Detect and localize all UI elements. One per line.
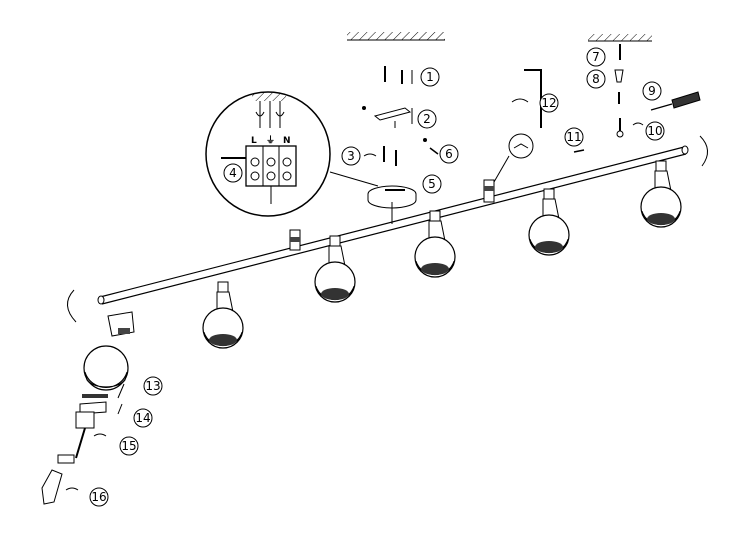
callout-2: 2 bbox=[417, 109, 437, 129]
callout-14: 14 bbox=[133, 408, 153, 428]
callout-label: 8 bbox=[592, 72, 600, 86]
spotlight-2 bbox=[314, 235, 356, 303]
callout-label: 16 bbox=[91, 490, 106, 504]
rotation-arc-right bbox=[699, 135, 708, 167]
canopy bbox=[367, 185, 417, 224]
callout-label: 3 bbox=[347, 149, 355, 163]
light-bar bbox=[97, 145, 689, 305]
spotlight-5 bbox=[640, 160, 682, 228]
callout-1: 1 bbox=[420, 67, 440, 87]
callout-label: 15 bbox=[121, 439, 136, 453]
callout-label: 14 bbox=[135, 411, 150, 425]
callout-label: 11 bbox=[566, 130, 581, 144]
callout-13: 13 bbox=[143, 376, 163, 396]
spotlight-1 bbox=[202, 281, 244, 349]
mounting-bracket bbox=[362, 106, 413, 128]
callout-label: 12 bbox=[541, 96, 556, 110]
callout-3: 3 bbox=[341, 146, 361, 166]
callout-label: 10 bbox=[647, 124, 662, 138]
hex-key bbox=[493, 69, 542, 183]
callout-16: 16 bbox=[89, 487, 109, 507]
anchor-set bbox=[614, 44, 701, 138]
rotation-arc-left bbox=[67, 289, 77, 323]
callout-4: 4 bbox=[223, 163, 243, 183]
small-part-11 bbox=[573, 149, 585, 153]
callout-label: 1 bbox=[426, 70, 434, 84]
spotlight-3 bbox=[414, 210, 456, 278]
callout-label: 6 bbox=[445, 147, 453, 161]
terminal-label-earth: ⏚ bbox=[266, 135, 275, 146]
screw-set-1 bbox=[384, 66, 413, 84]
screw-set-6 bbox=[423, 138, 439, 155]
callout-label: 4 bbox=[229, 166, 237, 180]
bar-joint bbox=[289, 179, 495, 251]
terminal-label-l: L bbox=[251, 136, 257, 146]
callout-label: 7 bbox=[592, 50, 600, 64]
callout-5: 5 bbox=[422, 174, 442, 194]
terminal-block-detail: L ⏚ N bbox=[205, 91, 379, 217]
callout-10: 10 bbox=[645, 121, 665, 141]
callout-6: 6 bbox=[439, 144, 459, 164]
callout-label: 13 bbox=[145, 379, 160, 393]
callout-7: 7 bbox=[586, 47, 606, 67]
callout-label: 2 bbox=[423, 112, 431, 126]
screw-set-3 bbox=[363, 146, 397, 166]
callout-15: 15 bbox=[119, 436, 139, 456]
callout-label: 5 bbox=[428, 177, 436, 191]
exploded-spotlight bbox=[41, 311, 135, 505]
spotlight-4 bbox=[528, 188, 570, 256]
callout-12: 12 bbox=[539, 93, 559, 113]
callout-11: 11 bbox=[564, 127, 584, 147]
callout-9: 9 bbox=[642, 81, 662, 101]
ceiling-hatch-left bbox=[347, 32, 445, 41]
callout-label: 9 bbox=[648, 84, 656, 98]
ceiling-hatch-right bbox=[588, 34, 652, 42]
callout-8: 8 bbox=[586, 69, 606, 89]
terminal-label-n: N bbox=[283, 136, 291, 146]
